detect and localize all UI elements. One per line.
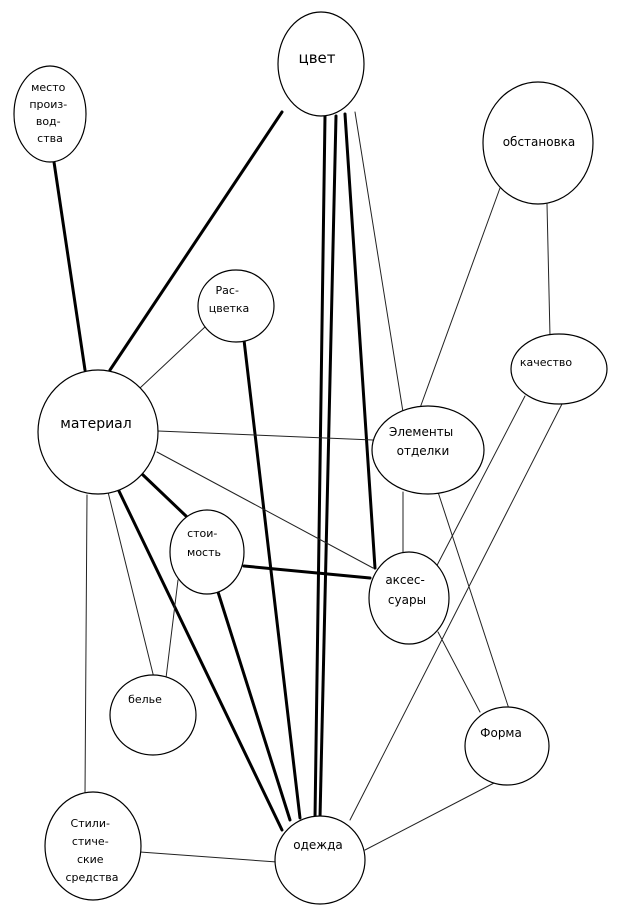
node-elementy: Элементы отделки — [371, 405, 485, 495]
node-kachestvo: качество — [510, 333, 608, 405]
edge-stoimost-bele — [165, 579, 179, 679]
node-mesto-label: место произ- вод- ства — [29, 81, 70, 145]
node-stoimost: стои- мость — [169, 509, 245, 595]
edge-cvet-material — [108, 110, 284, 372]
node-material-label: материал — [60, 416, 131, 432]
edge-material-elementy — [157, 430, 374, 441]
edge-material-odezhda — [116, 487, 284, 832]
edge-material-stoimost — [140, 472, 188, 518]
edge-stoimost-odezhda — [216, 590, 292, 822]
node-rascvetka-label: Рас- цветка — [209, 284, 250, 315]
edge-material-aksessuary — [156, 451, 374, 569]
node-stilisticheskie: Стили- стиче- ские средства — [44, 791, 142, 901]
edge-material-stilisticheskie — [84, 494, 88, 796]
node-bele: белье — [109, 674, 197, 756]
edge-kachestvo-aksessuary — [431, 395, 526, 576]
edge-cvet-odezhda-right — [318, 114, 338, 820]
node-cvet: цвет — [277, 11, 365, 117]
edge-mesto-material — [52, 160, 87, 372]
edge-obstanovka-kachestvo — [546, 203, 551, 337]
edge-elementy-forma — [437, 491, 511, 713]
node-material: материал — [37, 369, 159, 495]
edge-stilisticheskie-odezhda — [139, 851, 278, 863]
edge-obstanovka-elementy — [419, 187, 501, 409]
edge-cvet-odezhda-left — [313, 114, 327, 820]
node-forma: Форма — [464, 706, 550, 786]
node-obstanovka-label: обстановка — [503, 135, 576, 149]
node-odezhda-label: одежда — [293, 838, 342, 852]
edge-material-bele — [107, 491, 155, 679]
edge-cvet-aksessuary — [343, 112, 377, 570]
node-forma-label: Форма — [480, 726, 522, 740]
node-bele-label: белье — [128, 693, 162, 706]
edge-rascvetka-odezhda — [242, 338, 302, 820]
node-odezhda: одежда — [274, 815, 366, 905]
edge-aksessuary-forma — [437, 631, 481, 713]
node-elementy-label: Элементы отделки — [389, 425, 457, 458]
node-aksessuary-label: аксес- суары — [385, 573, 428, 607]
edges-layer — [52, 110, 564, 863]
node-stoimost-label: стои- мость — [187, 527, 221, 559]
edge-kachestvo-odezhda — [349, 401, 564, 821]
node-rascvetka: Рас- цветка — [197, 269, 275, 343]
node-cvet-label: цвет — [298, 49, 335, 67]
node-kachestvo-label: качество — [520, 356, 573, 369]
node-mesto: место произ- вод- ства — [13, 65, 87, 163]
node-obstanovka: обстановка — [482, 81, 594, 205]
nodes-layer: цвет место произ- вод- ства обстановка Р… — [13, 11, 608, 905]
edge-forma-odezhda — [364, 782, 495, 851]
edge-stoimost-aksessuary — [242, 564, 372, 580]
edge-cvet-elementy — [354, 111, 404, 413]
edge-rascvetka-material — [139, 325, 207, 389]
node-stilisticheskie-label: Стили- стиче- ские средства — [65, 817, 118, 884]
node-aksessuary: аксес- суары — [368, 551, 450, 645]
